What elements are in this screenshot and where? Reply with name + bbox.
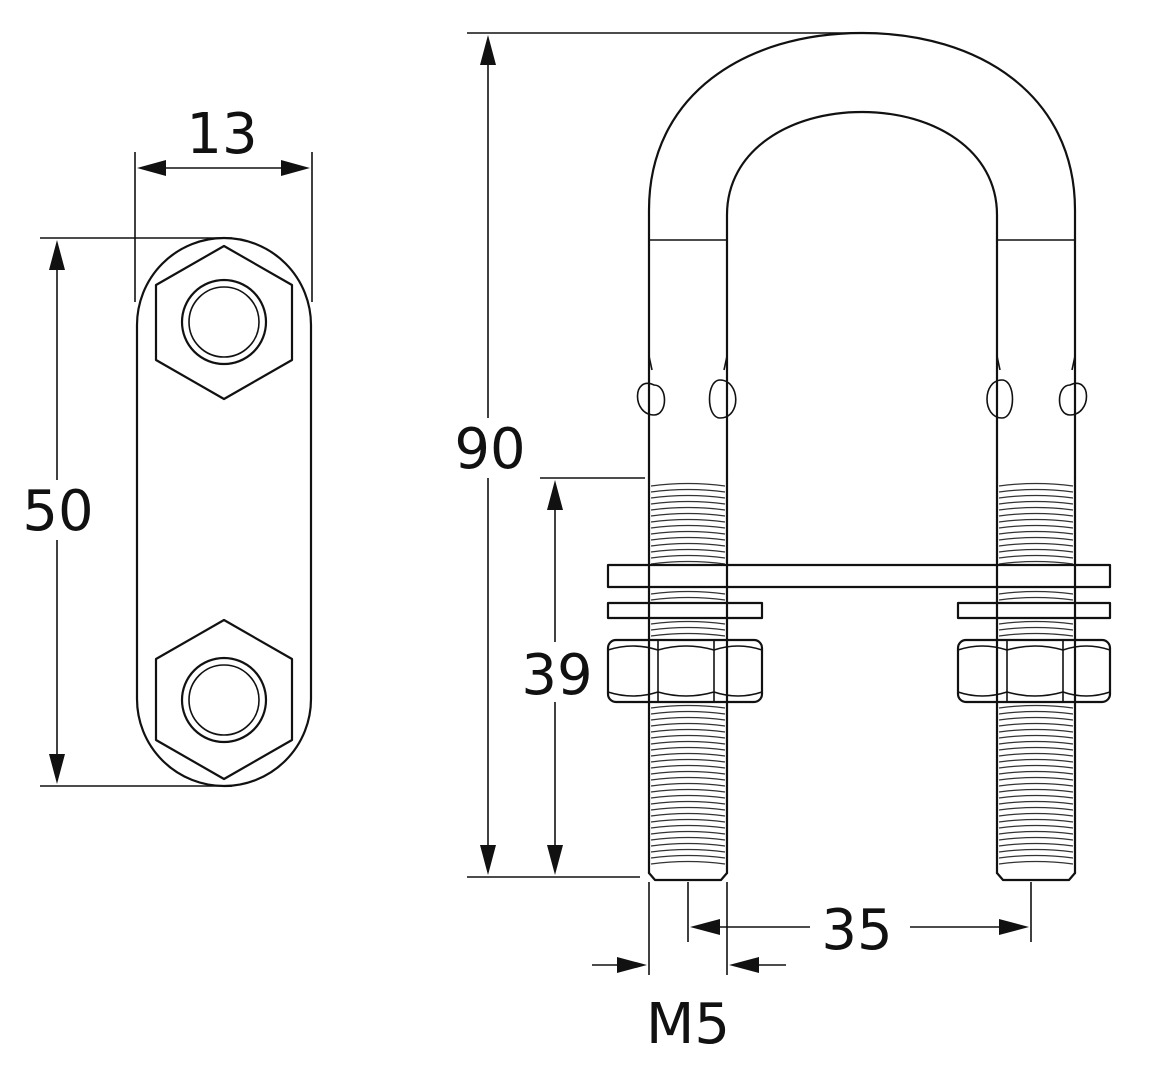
bolt-hole-bottom-inner [188,664,260,736]
u-bend-outer [647,31,1077,242]
hex-nut-right-side [956,638,1112,704]
dimension-thread-length: 39 [518,477,645,875]
dimension-bolt-spacing: 35 [687,882,1032,963]
bolt-spacing-label: 35 [821,898,892,963]
right-leg-thread [995,476,1077,882]
clamp-plate-side [606,563,1112,589]
hex-nut-bottom [154,618,294,781]
dimension-bolt-height: 90 [448,32,862,878]
thread-length-label: 39 [521,643,592,708]
bolt-height-label: 90 [454,417,525,482]
u-bolt-view: 90 39 35 M5 [448,31,1112,1057]
u-bend-inner [725,110,999,242]
bolt-hole-top-inner [188,286,260,358]
washer-left [606,601,764,620]
bolt-hole-top-outer [180,278,268,366]
clamp-plate-view: 13 50 [20,102,313,788]
hex-nut-top [154,244,294,401]
dimension-plate-length: 50 [20,237,232,787]
clamp-plate-outline [135,236,313,788]
thread-size-label: M5 [646,992,730,1057]
bolt-hole-bottom-outer [180,656,268,744]
plate-width-label: 13 [186,102,257,167]
dimension-thread-size: M5 [592,882,786,1057]
dimension-plate-width: 13 [134,102,313,302]
left-leg-shank [636,238,737,480]
plate-length-label: 50 [22,479,93,544]
hex-nut-left-side [606,638,764,704]
right-leg-shank [986,238,1088,480]
washer-right [956,601,1112,620]
left-leg-thread [647,476,729,882]
